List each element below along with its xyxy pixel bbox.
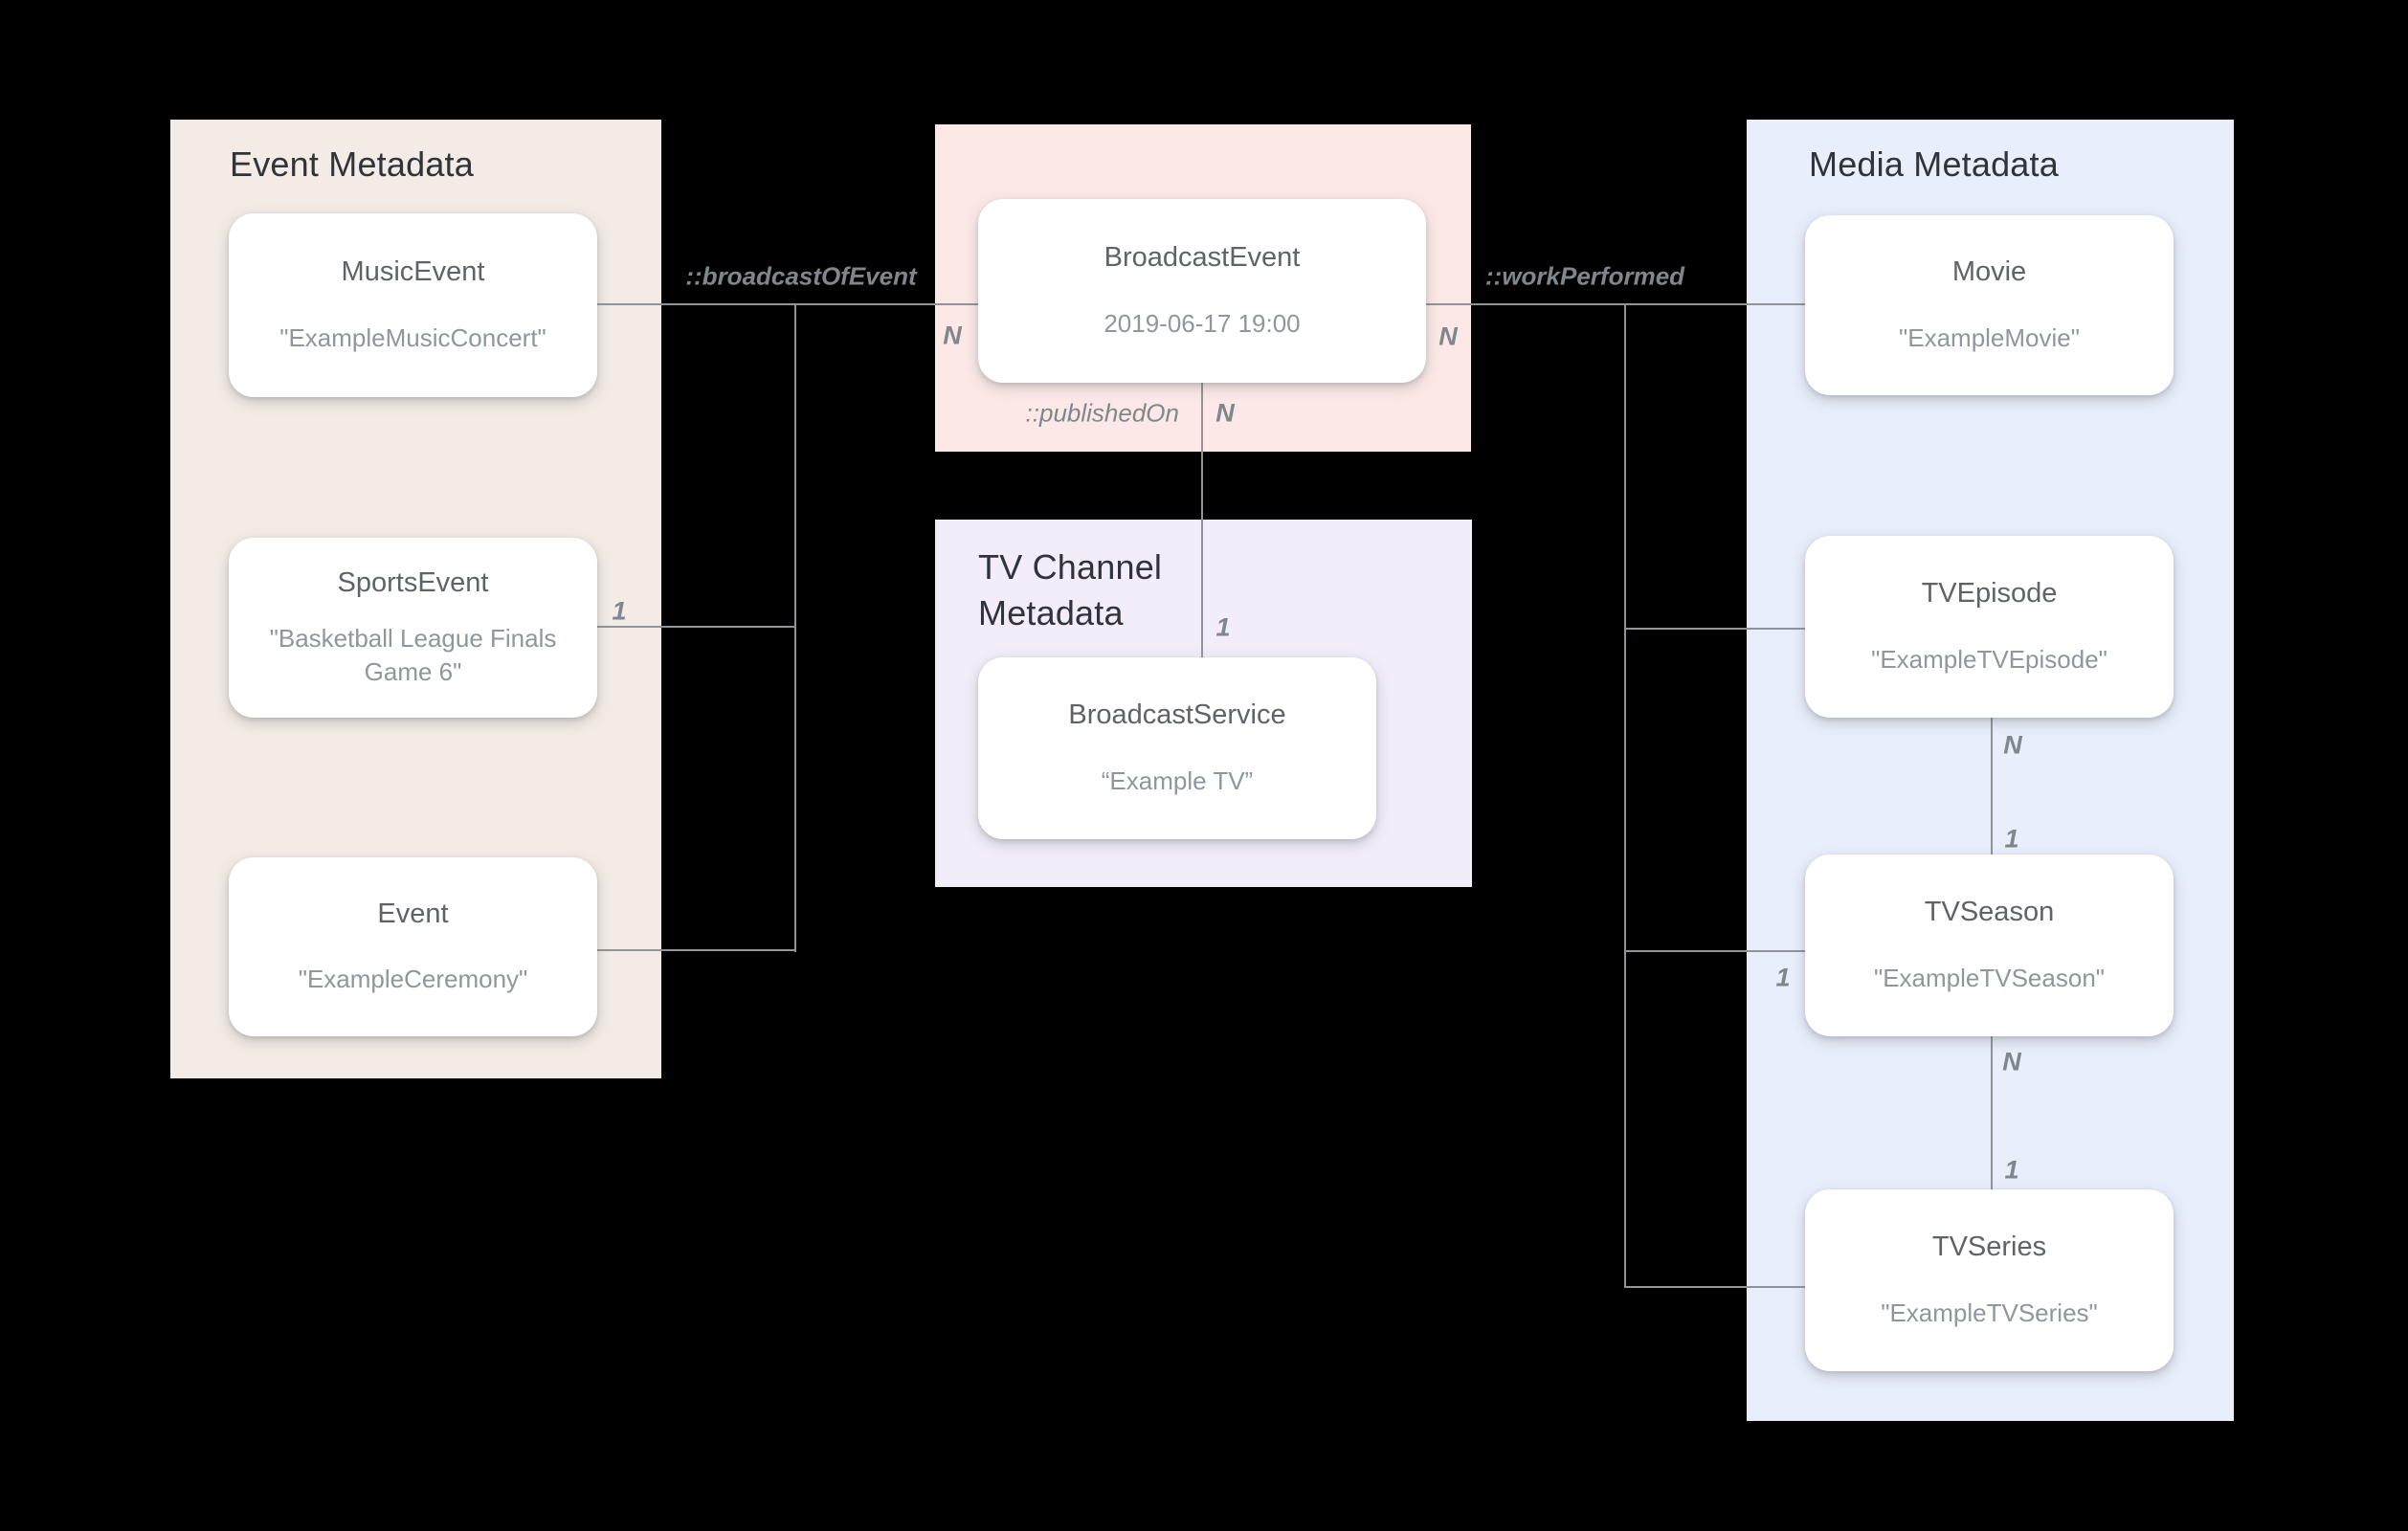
label-broadcastofevent: ::broadcastOfEvent xyxy=(685,261,917,291)
card-tvseason-value: "ExampleTVSeason" xyxy=(1873,963,2106,992)
card-musicevent: MusicEvent "ExampleMusicConcert" xyxy=(229,213,597,397)
card-broadcastservice: BroadcastService “Example TV” xyxy=(978,657,1376,839)
cardinality-sportsevent-1: 1 xyxy=(612,596,627,626)
edge-event-junction xyxy=(597,949,796,951)
edge-tvseason-tvseries xyxy=(1991,1036,1993,1189)
cardinality-broadcast-right-n: N xyxy=(1438,322,1458,351)
card-broadcastservice-value: “Example TV” xyxy=(1101,766,1254,795)
card-movie-value: "ExampleMovie" xyxy=(1899,322,2080,352)
edge-junction-tvseries xyxy=(1624,1286,1805,1288)
card-musicevent-title: MusicEvent xyxy=(341,256,485,288)
card-event: Event "ExampleCeremony" xyxy=(229,857,597,1036)
edge-sportsevent-junction xyxy=(597,626,796,628)
cardinality-tvseason-1: 1 xyxy=(1775,963,1791,992)
card-tvseason: TVSeason "ExampleTVSeason" xyxy=(1805,854,2174,1036)
card-sportsevent-title: SportsEvent xyxy=(337,567,489,599)
edge-junction-tvseason xyxy=(1624,950,1805,952)
card-tvepisode: TVEpisode "ExampleTVEpisode" xyxy=(1805,536,2174,718)
trunk-right-junction xyxy=(1624,303,1626,1288)
cardinality-broadcastservice-1: 1 xyxy=(1215,612,1231,642)
card-tvepisode-value: "ExampleTVEpisode" xyxy=(1871,644,2107,674)
card-broadcastevent-value: 2019-06-17 19:00 xyxy=(1104,308,1301,338)
cardinality-broadcast-left-n: N xyxy=(943,321,962,350)
trunk-left-junction xyxy=(794,303,796,952)
card-broadcastevent-title: BroadcastEvent xyxy=(1104,242,1301,274)
cardinality-episode-season-n: N xyxy=(2003,730,2022,760)
card-broadcastevent: BroadcastEvent 2019-06-17 19:00 xyxy=(978,199,1426,383)
card-tvseries-value: "ExampleTVSeries" xyxy=(1881,1298,2098,1327)
card-tvseries: TVSeries "ExampleTVSeries" xyxy=(1805,1189,2174,1371)
card-tvseason-title: TVSeason xyxy=(1924,897,2055,928)
edge-broadcastevent-movie xyxy=(1426,303,1807,305)
label-workperformed: ::workPerformed xyxy=(1485,261,1685,291)
card-movie-title: Movie xyxy=(1951,256,2027,288)
card-sportsevent-value: "Basketball League Finals Game 6" xyxy=(269,624,557,686)
card-sportsevent: SportsEvent "Basketball League Finals Ga… xyxy=(229,538,597,718)
panel-title-tv-channel-metadata: TV Channel Metadata xyxy=(978,547,1163,632)
edge-broadcastevent-broadcastservice xyxy=(1201,383,1203,658)
card-event-title: Event xyxy=(377,898,449,929)
cardinality-season-series-n: N xyxy=(2002,1047,2021,1076)
card-movie: Movie "ExampleMovie" xyxy=(1805,215,2174,395)
card-tvepisode-title: TVEpisode xyxy=(1921,578,2058,610)
card-broadcastservice-title: BroadcastService xyxy=(1068,699,1286,731)
cardinality-publishedon-n: N xyxy=(1215,398,1235,428)
edge-tvepisode-tvseason xyxy=(1991,718,1993,854)
card-event-value: "ExampleCeremony" xyxy=(298,965,528,994)
label-publishedon: ::publishedOn xyxy=(1025,398,1179,428)
panel-title-media-metadata: Media Metadata xyxy=(1809,144,2059,184)
panel-title-event-metadata: Event Metadata xyxy=(230,144,474,184)
card-tvseries-title: TVSeries xyxy=(1931,1231,2047,1263)
edge-junction-tvepisode xyxy=(1624,628,1805,630)
cardinality-episode-season-1: 1 xyxy=(2004,824,2019,854)
edge-musicevent-broadcastevent xyxy=(597,303,978,305)
card-musicevent-value: "ExampleMusicConcert" xyxy=(279,322,546,352)
cardinality-season-series-1: 1 xyxy=(2004,1155,2019,1185)
